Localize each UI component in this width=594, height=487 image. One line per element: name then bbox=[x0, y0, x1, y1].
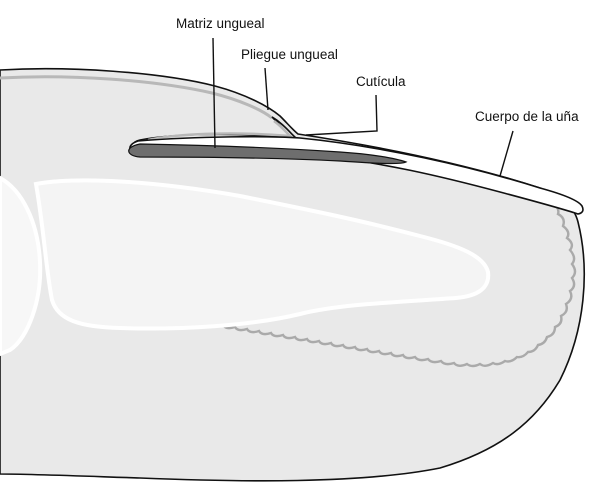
fold-leader-line bbox=[265, 68, 268, 110]
label-nail-body: Cuerpo de la uña bbox=[475, 109, 579, 124]
nail-body-leader-line bbox=[500, 131, 513, 176]
label-matrix: Matriz ungueal bbox=[176, 16, 265, 31]
label-cuticle: Cutícula bbox=[356, 74, 406, 89]
label-fold: Pliegue ungueal bbox=[241, 47, 338, 62]
cuticle-leader-line bbox=[306, 95, 377, 135]
